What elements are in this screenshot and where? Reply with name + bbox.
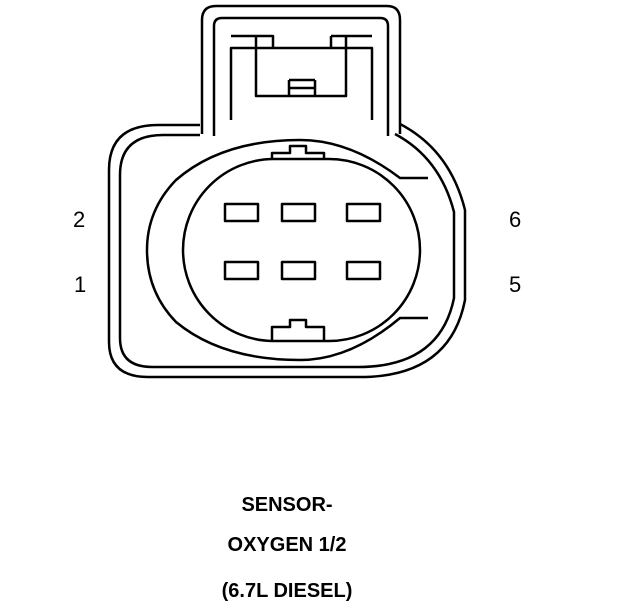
pin-label-2: 2 bbox=[73, 207, 86, 232]
locking-latch bbox=[229, 34, 374, 120]
pin-label-1: 1 bbox=[74, 272, 87, 297]
caption-line-3: (6.7L DIESEL) bbox=[221, 580, 353, 602]
connector-face-shell bbox=[145, 138, 428, 362]
key-bottom bbox=[270, 318, 326, 341]
locking-tab-inner bbox=[212, 16, 390, 136]
locking-tab-outer bbox=[200, 4, 402, 134]
cavity-pin-5 bbox=[345, 260, 382, 281]
connector-housing-inner bbox=[118, 132, 456, 369]
caption-line-1: SENSOR- bbox=[241, 494, 333, 516]
mating-face bbox=[181, 157, 422, 343]
key-top bbox=[270, 144, 326, 159]
pin-label-5: 5 bbox=[509, 272, 522, 297]
cavity-pin-1 bbox=[223, 260, 260, 281]
connector-body-outline bbox=[107, 122, 467, 379]
cavity-pin-6 bbox=[345, 202, 382, 223]
cavity-pin-middle-top bbox=[280, 202, 317, 223]
cavity-pin-2 bbox=[223, 202, 260, 223]
cavity-pin-middle-bottom bbox=[280, 260, 317, 281]
caption-line-2: OXYGEN 1/2 bbox=[227, 534, 347, 556]
pin-label-6: 6 bbox=[509, 207, 522, 232]
